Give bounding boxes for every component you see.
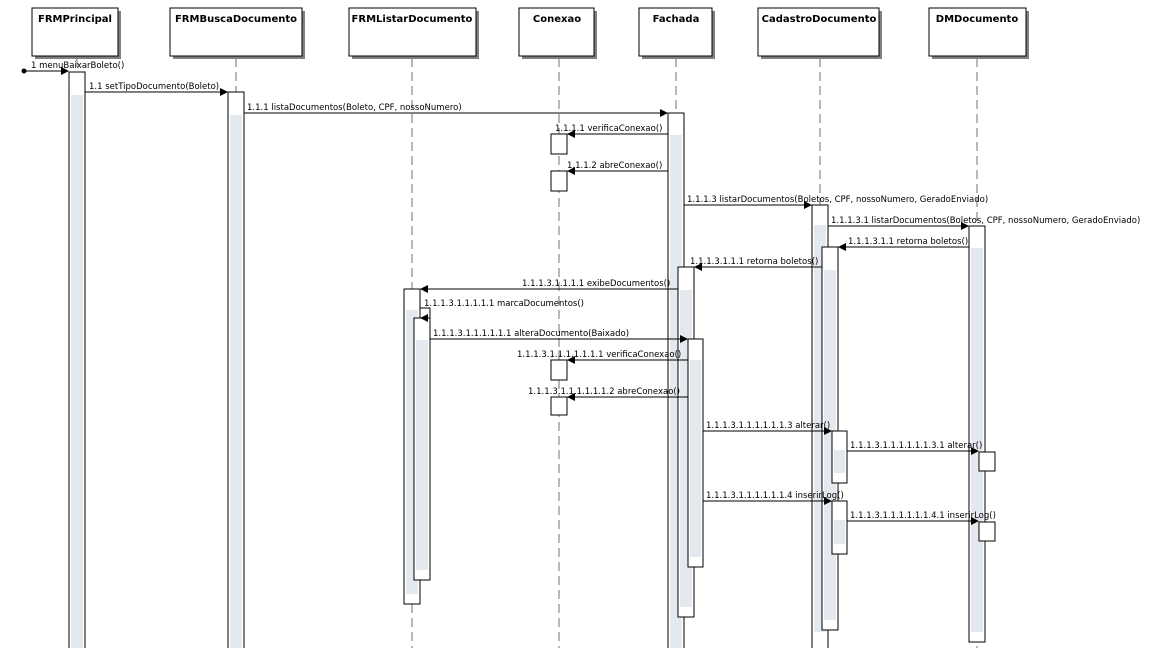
message-label: 1.1.1.3.1.1.1.1.1.1.3.1 alterar() xyxy=(850,441,982,451)
activation-conexao-4[interactable] xyxy=(550,396,568,416)
activation-frmlistar-nested[interactable] xyxy=(413,317,431,581)
message-1-1-1[interactable]: 1.1.1 listaDocumentos(Boleto, CPF, nosso… xyxy=(244,103,668,117)
message-label: 1.1.1.3.1.1.1.1.1.1 alteraDocumento(Baix… xyxy=(433,329,629,339)
message-abre-conexao-2[interactable]: 1.1.1.3.1.1.1.1.1.1.2 abreConexao() xyxy=(528,387,688,401)
lifeline-conexao[interactable]: Conexao xyxy=(518,7,597,59)
message-1-1-1-1[interactable]: 1.1.1.1 verificaConexao() xyxy=(555,124,668,138)
lifeline-frmprincipal[interactable]: FRMPrincipal xyxy=(31,7,121,59)
message-1-1-1-3-1-1-1[interactable]: 1.1.1.3.1.1.1 retorna boletos() xyxy=(690,257,822,271)
message-label: 1.1.1.3.1.1.1.1.1.1.3 alterar() xyxy=(706,421,830,431)
lifeline-heads: FRMPrincipal FRMBuscaDocumento FRMListar… xyxy=(31,7,1029,59)
message-label: 1.1.1.3.1.1.1 retorna boletos() xyxy=(690,257,818,267)
message-inserir-log[interactable]: 1.1.1.3.1.1.1.1.1.1.4 inserirLog() xyxy=(703,491,844,505)
lifeline-name: CadastroDocumento xyxy=(762,14,877,25)
activation-frmbusca[interactable] xyxy=(227,91,245,648)
activation-fachada-nested-2[interactable] xyxy=(687,338,704,568)
message-1-1-1-3-1-1[interactable]: 1.1.1.3.1.1 retorna boletos() xyxy=(838,237,969,251)
message-label: 1.1.1.3.1 listarDocumentos(Boletos, CPF,… xyxy=(831,216,1140,226)
lifeline-dm[interactable]: DMDocumento xyxy=(928,7,1029,59)
activation-dm-inserir[interactable] xyxy=(978,521,996,542)
lifeline-cadastro[interactable]: CadastroDocumento xyxy=(757,7,882,59)
message-1-1[interactable]: 1.1 setTipoDocumento(Boleto) xyxy=(85,82,228,96)
message-label: 1.1.1.3.1.1.1.1.1.1.2 abreConexao() xyxy=(528,387,680,397)
message-1-1-1-3-1[interactable]: 1.1.1.3.1 listarDocumentos(Boletos, CPF,… xyxy=(828,216,1140,230)
lifeline-name: Conexao xyxy=(533,14,581,25)
activation-cadastro-inserir[interactable] xyxy=(831,500,848,555)
message-label: 1 menuBaixarBoleto() xyxy=(31,61,124,71)
message-alterar-dm[interactable]: 1.1.1.3.1.1.1.1.1.1.3.1 alterar() xyxy=(847,441,982,455)
lifeline-name: Fachada xyxy=(653,14,700,25)
message-verifica-conexao-2[interactable]: 1.1.1.3.1.1.1.1.1.1.1 verificaConexao() xyxy=(517,350,688,364)
lifeline-name: FRMListarDocumento xyxy=(352,14,473,25)
activation-conexao-2[interactable] xyxy=(550,170,568,192)
message-label: 1.1.1.2 abreConexao() xyxy=(567,161,662,171)
message-label: 1.1.1.3.1.1.1.1.1 marcaDocumentos() xyxy=(424,299,584,309)
message-marca-documentos[interactable]: 1.1.1.3.1.1.1.1.1 marcaDocumentos() xyxy=(420,299,584,322)
activation-conexao-1[interactable] xyxy=(550,133,568,155)
activation-frmprincipal[interactable] xyxy=(68,71,86,648)
activation-dm[interactable] xyxy=(968,225,986,643)
activation-cadastro-alterar[interactable] xyxy=(831,430,848,484)
lifeline-name: FRMBuscaDocumento xyxy=(175,14,297,25)
lifeline-fachada[interactable]: Fachada xyxy=(638,7,715,59)
message-label: 1.1.1.3.1.1 retorna boletos() xyxy=(848,237,968,247)
message-label: 1.1.1.3.1.1.1.1.1.1.4 inserirLog() xyxy=(706,491,844,501)
message-label: 1.1.1 listaDocumentos(Boleto, CPF, nosso… xyxy=(247,103,462,113)
message-altera-documento[interactable]: 1.1.1.3.1.1.1.1.1.1 alteraDocumento(Baix… xyxy=(430,329,688,343)
lifeline-frmlistar[interactable]: FRMListarDocumento xyxy=(348,7,479,59)
message-label: 1.1.1.3.1.1.1.1.1.1.4.1 inserirLog() xyxy=(850,511,996,521)
messages: 1 menuBaixarBoleto() 1.1 setTipoDocument… xyxy=(21,61,1140,525)
message-1[interactable]: 1 menuBaixarBoleto() xyxy=(21,61,125,75)
lifeline-frmbusca[interactable]: FRMBuscaDocumento xyxy=(169,7,305,59)
activation-conexao-3[interactable] xyxy=(550,359,568,381)
message-1-1-1-2[interactable]: 1.1.1.2 abreConexao() xyxy=(567,161,668,175)
message-label: 1.1.1.1 verificaConexao() xyxy=(555,124,662,134)
message-label: 1.1.1.3 listarDocumentos(Boletos, CPF, n… xyxy=(687,195,988,205)
message-label: 1.1.1.3.1.1.1.1.1.1.1 verificaConexao() xyxy=(517,350,681,360)
message-alterar[interactable]: 1.1.1.3.1.1.1.1.1.1.3 alterar() xyxy=(703,421,832,435)
message-1-1-1-3[interactable]: 1.1.1.3 listarDocumentos(Boletos, CPF, n… xyxy=(684,195,988,209)
lifeline-name: FRMPrincipal xyxy=(38,14,112,25)
activations xyxy=(68,71,996,648)
message-exibe-documentos[interactable]: 1.1.1.3.1.1.1.1 exibeDocumentos() xyxy=(420,279,678,293)
message-inserir-log-dm[interactable]: 1.1.1.3.1.1.1.1.1.1.4.1 inserirLog() xyxy=(847,511,996,525)
lifeline-name: DMDocumento xyxy=(936,14,1019,25)
activation-dm-alterar[interactable] xyxy=(978,451,996,472)
message-label: 1.1 setTipoDocumento(Boleto) xyxy=(89,82,219,92)
message-label: 1.1.1.3.1.1.1.1 exibeDocumentos() xyxy=(522,279,670,289)
